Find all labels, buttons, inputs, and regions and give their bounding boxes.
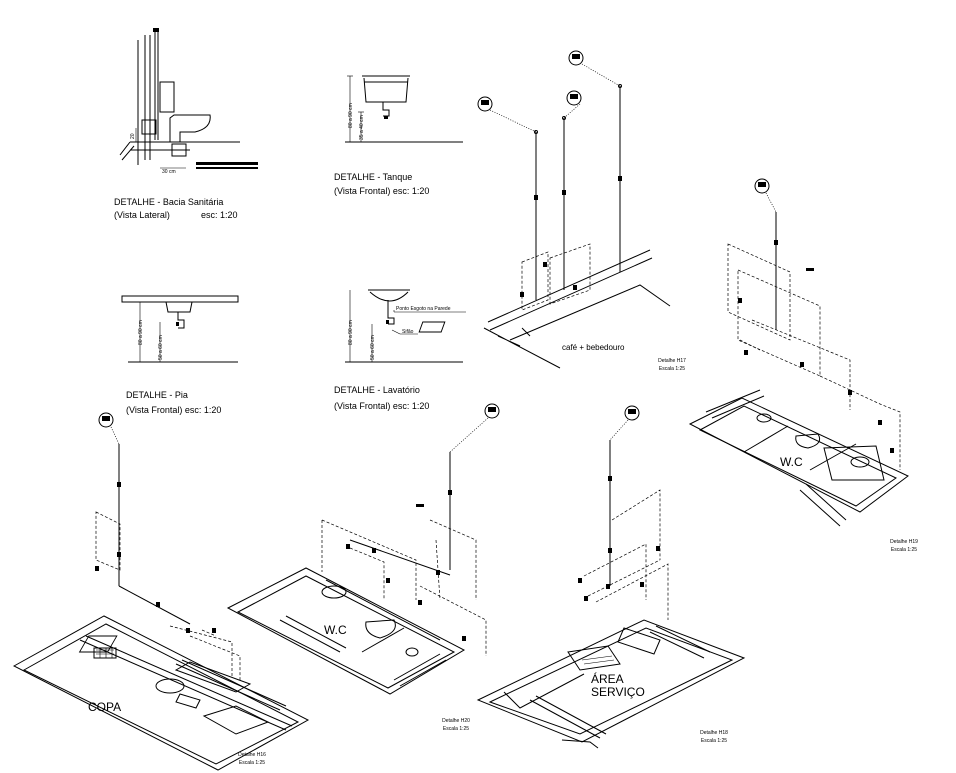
tanque-dim-drain: 35 a 40 cm — [359, 115, 365, 140]
h20-detail-label: Detalhe H20 — [442, 718, 470, 724]
lavatorio-note-trap: Sifão — [402, 329, 414, 335]
bacia-scale: esc: 1:20 — [201, 210, 238, 220]
pia-dim-total: 80 a 90 cm — [138, 320, 144, 345]
detail-lavatorio-drawing: 80 a 90 cm 50 a 60 cm Ponto Esgoto na Pa… — [345, 289, 466, 363]
h16-room-label: COPA — [88, 700, 121, 714]
h16-detail-label: Detalhe H16 — [238, 752, 266, 758]
h19-scale-label: Escala 1:25 — [891, 547, 917, 553]
h17-detail-label: Detalhe H17 — [658, 358, 686, 364]
iso-h19-drawing: W.C — [688, 178, 909, 527]
iso-h17-drawing: café + bebedouro — [418, 50, 671, 369]
detail-tanque-drawing: 80 a 90 cm 35 a 40 cm — [345, 75, 463, 143]
h18-room-label-line1: ÁREA — [591, 671, 624, 686]
detail-bacia-drawing: 20 30 cm — [119, 28, 258, 175]
water-meter-icon — [568, 50, 584, 66]
h17-scale-label: Escala 1:25 — [659, 366, 685, 372]
h18-room-label-line2: SERVIÇO — [591, 685, 645, 699]
bacia-view: (Vista Lateral) — [114, 210, 170, 220]
water-meter-icon — [477, 96, 493, 112]
iso-h20-drawing: W.C — [226, 403, 500, 695]
tanque-title: DETALHE - Tanque — [334, 172, 412, 182]
water-meter-icon — [566, 90, 582, 106]
pia-view: (Vista Frontal) esc: 1:20 — [126, 405, 221, 415]
tanque-view: (Vista Frontal) esc: 1:20 — [334, 186, 429, 196]
water-meter-icon — [754, 178, 770, 194]
water-meter-icon — [98, 412, 114, 428]
h17-fixture-label: café + bebedouro — [562, 343, 625, 352]
lavatorio-dim-total: 80 a 90 cm — [348, 320, 354, 345]
iso-h18-drawing: ÁREA SERVIÇO — [476, 405, 746, 749]
h19-room-label: W.C — [780, 455, 803, 469]
water-meter-icon — [484, 403, 500, 419]
bacia-dim-height: 20 — [130, 133, 136, 139]
lavatorio-title: DETALHE - Lavatório — [334, 385, 420, 395]
h18-scale-label: Escala 1:25 — [701, 738, 727, 744]
pia-dim-drain: 50 a 60 cm — [158, 335, 164, 360]
water-meter-icon — [624, 405, 640, 421]
bacia-title: DETALHE - Bacia Sanitária — [114, 197, 223, 207]
iso-h16-drawing: COPA — [12, 412, 310, 771]
tanque-dim-total: 80 a 90 cm — [348, 103, 354, 128]
lavatorio-dim-drain: 50 a 60 cm — [370, 335, 376, 360]
h19-detail-label: Detalhe H19 — [890, 539, 918, 545]
h18-detail-label: Detalhe H18 — [700, 730, 728, 736]
lavatorio-view: (Vista Frontal) esc: 1:20 — [334, 401, 429, 411]
detail-captions: DETALHE - Bacia Sanitária (Vista Lateral… — [114, 172, 918, 766]
pia-title: DETALHE - Pia — [126, 390, 188, 400]
lavatorio-note-drain: Ponto Esgoto na Parede — [396, 306, 451, 312]
detail-pia-drawing: 80 a 90 cm 50 a 60 cm — [121, 295, 239, 363]
h16-scale-label: Escala 1:25 — [239, 760, 265, 766]
h20-scale-label: Escala 1:25 — [443, 726, 469, 732]
h20-room-label: W.C — [324, 623, 347, 637]
bacia-dim-width: 30 cm — [162, 169, 176, 175]
